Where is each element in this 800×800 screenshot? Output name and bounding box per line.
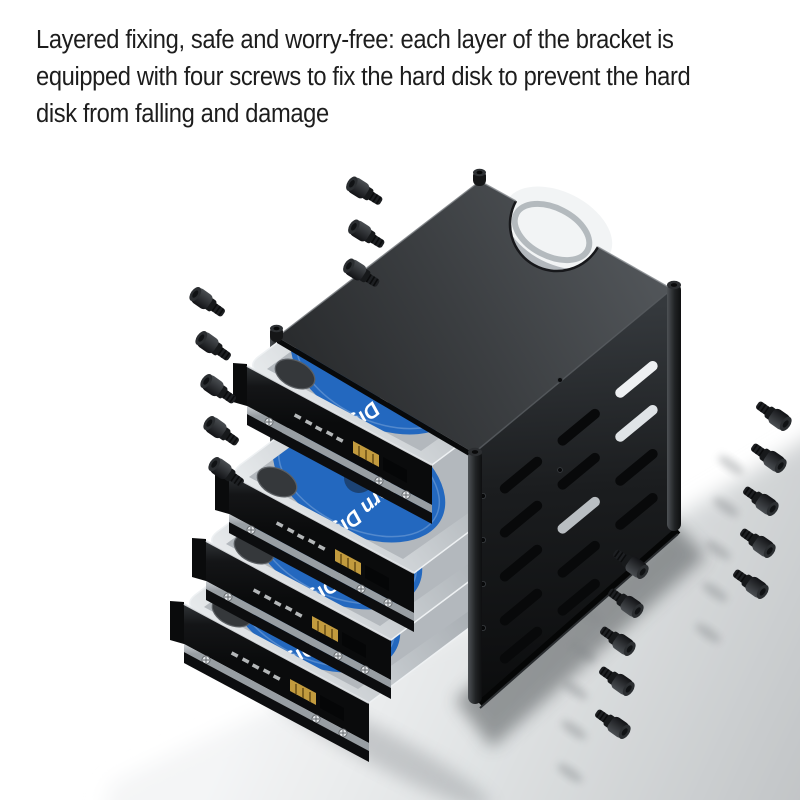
top-cover: [276, 180, 673, 459]
screw: [185, 283, 230, 322]
screw-shadow: [713, 497, 739, 517]
screw-shadow: [557, 763, 583, 783]
vent-slot: [557, 496, 600, 534]
vent-slot: [499, 588, 543, 626]
vent-slot: [557, 578, 600, 616]
caption-line-1: Layered fixing, safe and worry-free: eac…: [36, 26, 674, 54]
vent-slot: [499, 456, 543, 494]
vent-slot: [615, 448, 658, 486]
screw: [191, 327, 236, 366]
vent-slot: [499, 500, 543, 538]
screw-shadow: [695, 623, 721, 643]
apex-post-cap: [473, 168, 486, 186]
screw-shadow: [705, 540, 731, 560]
screw-shadow: [561, 720, 587, 740]
side-panel: [473, 288, 681, 709]
vent-slot: [615, 404, 658, 442]
screw-shadow: [718, 455, 744, 475]
vent-slot: [615, 360, 658, 398]
screw: [342, 173, 387, 211]
back-right-post: [667, 280, 681, 531]
vent-slot: [557, 408, 600, 446]
vent-slot: [557, 452, 600, 490]
caption-line-2: equipped with four screws to fix the har…: [36, 63, 691, 91]
caption: Layered fixing, safe and worry-free: eac…: [36, 22, 691, 133]
vent-slot: [615, 492, 658, 530]
screw-shadow: [562, 680, 588, 700]
screw-shadows-layer: [557, 455, 744, 783]
vent-slot: [499, 544, 543, 582]
screw-shadow: [702, 582, 728, 602]
screw: [344, 216, 389, 254]
vent-slots: [499, 360, 658, 664]
vent-slot: [557, 540, 600, 578]
vent-slot: [499, 626, 543, 664]
notch-drive-top: [503, 186, 613, 270]
corner-posts: [270, 168, 486, 342]
front-right-post: [468, 447, 482, 704]
left-post-cap: [270, 324, 283, 342]
screw: [199, 412, 244, 451]
screw: [751, 396, 796, 435]
screw-shadow: [570, 642, 596, 662]
caption-line-3: disk from falling and damage: [36, 100, 329, 128]
